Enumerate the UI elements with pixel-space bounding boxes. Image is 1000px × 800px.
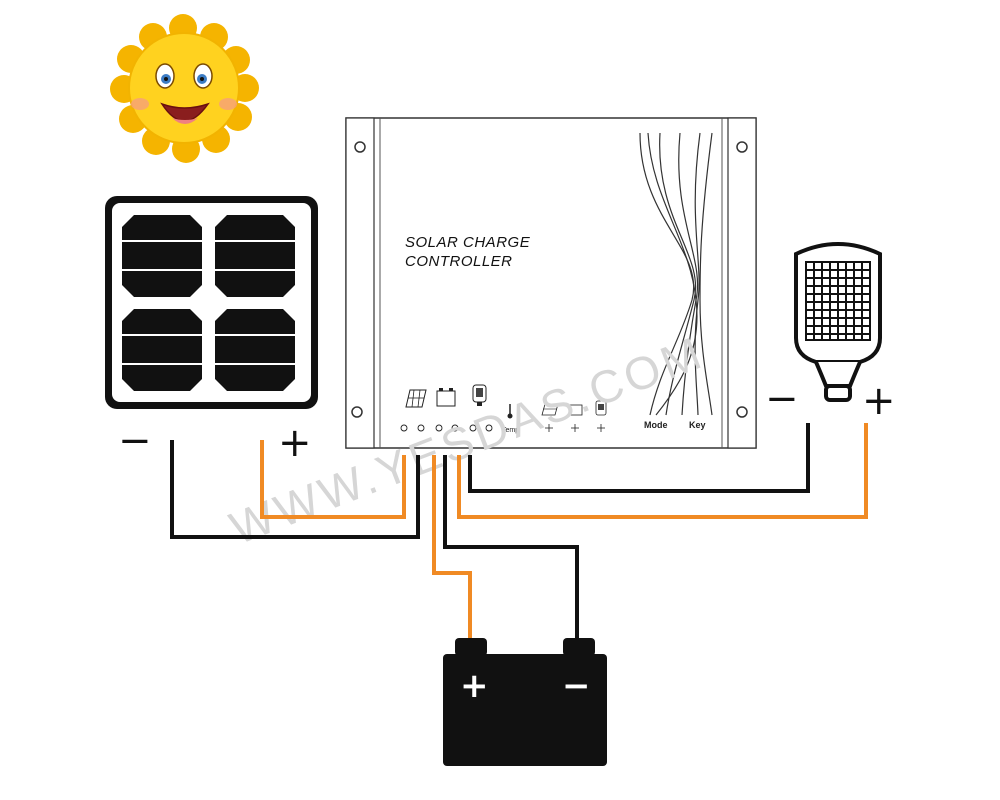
panel-plus-sign: +: [278, 420, 312, 466]
terminal-block: [400, 424, 493, 432]
battery-icon: [443, 638, 607, 766]
battery-positive-wire: [432, 455, 472, 638]
lamp-minus-sign: −: [765, 376, 799, 422]
battery-plus-sign: +: [460, 666, 489, 706]
mode-label: Mode: [644, 420, 668, 430]
battery-terminal-icon: [436, 388, 456, 407]
panel-positive-wire: [260, 440, 406, 519]
lamp-negative-wire: [468, 423, 810, 493]
panel-negative-wire: [170, 440, 420, 539]
solar-panel-icon: [105, 196, 318, 409]
controller-title-line1: SOLAR CHARGE: [405, 234, 531, 251]
status-indicators: [541, 400, 607, 432]
temp-label: Temp: [502, 427, 519, 434]
battery-minus-sign: −: [562, 666, 591, 706]
panel-terminal-icon: [405, 389, 427, 408]
decorative-swirl: [639, 132, 713, 416]
street-lamp-icon: [794, 242, 882, 402]
lamp-positive-wire: [457, 423, 868, 519]
controller-title-line2: CONTROLLER: [405, 253, 513, 270]
temp-sensor-icon: [507, 404, 513, 419]
panel-minus-sign: −: [118, 418, 152, 464]
sun-icon: [110, 14, 259, 163]
battery-negative-wire: [443, 455, 579, 638]
key-label: Key: [689, 420, 706, 430]
lamp-terminal-icon: [472, 384, 487, 406]
charge-controller: [345, 117, 757, 449]
lamp-plus-sign: +: [862, 378, 896, 424]
